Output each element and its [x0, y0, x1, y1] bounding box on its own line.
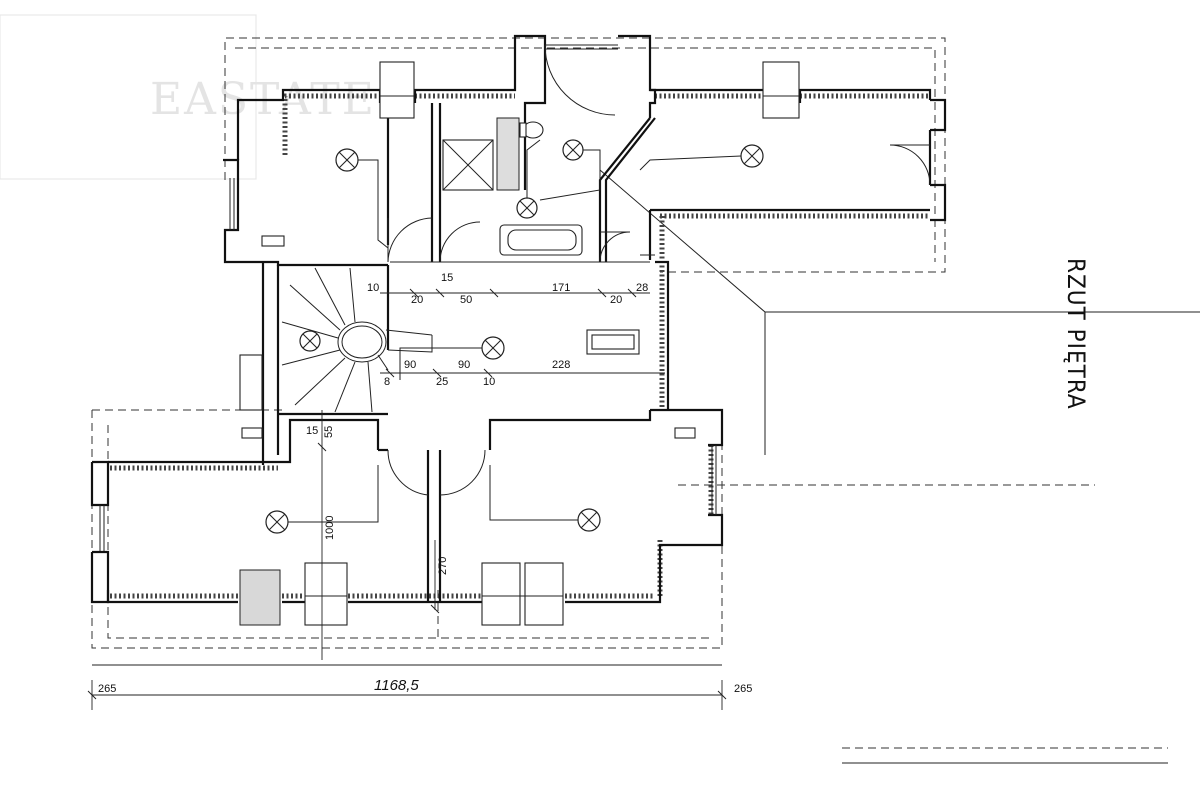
radiator-3: [241, 427, 263, 439]
roof-window-2: [481, 562, 521, 626]
lamp-icon: [481, 336, 505, 360]
dim-label: 270: [437, 557, 449, 575]
roof-window-1: [304, 562, 348, 626]
fixtures: [239, 61, 800, 626]
lamp-icon: [562, 139, 584, 161]
wall-insulation: [110, 93, 930, 599]
dim-label: 10: [367, 282, 379, 294]
dimension-labels: 10 15 20 50 171 20 28 90 90 228 8 25 10 …: [98, 272, 752, 695]
roof-window-4: [379, 61, 415, 119]
dim-label: 228: [552, 359, 570, 371]
chimney: [239, 569, 281, 626]
roof-hip-line: [599, 169, 1200, 455]
dim-label: 90: [458, 359, 470, 371]
dim-label: 1000: [324, 516, 336, 540]
cabinet: [239, 354, 263, 411]
dim-label: 20: [411, 294, 423, 306]
doors: [387, 44, 931, 496]
dim-label: 8: [384, 376, 390, 388]
radiator-1: [261, 235, 285, 247]
lamp-icon: [299, 330, 321, 352]
lamp-icon: [577, 508, 601, 532]
lamp-icon: [740, 144, 764, 168]
plan-title: RZUT PIĘTRA: [1062, 258, 1090, 410]
watermark-logo: EASTATE: [0, 14, 374, 180]
dim-label-right: 265: [734, 683, 752, 695]
dim-label: 55: [323, 426, 335, 438]
roof-window-5: [762, 61, 800, 119]
dim-label: 50: [460, 294, 472, 306]
dim-label: 28: [636, 282, 648, 294]
dim-label: 10: [483, 376, 495, 388]
roof-window-3: [524, 562, 564, 626]
dim-label-left: 265: [98, 683, 116, 695]
dim-label: 171: [552, 282, 570, 294]
dim-label: 90: [404, 359, 416, 371]
dim-label: 20: [610, 294, 622, 306]
spiral-staircase: [281, 267, 433, 413]
hatched-shaft: [496, 117, 520, 191]
dim-label: 15: [441, 272, 453, 284]
lamp-icon: [516, 197, 538, 219]
lamp-icon: [335, 148, 359, 172]
dim-label: 25: [436, 376, 448, 388]
radiator-2: [674, 427, 696, 439]
title-block-lines: [842, 747, 1168, 764]
dim-label: 15: [306, 425, 318, 437]
dim-label-total: 1168,5: [374, 677, 419, 694]
dimension-lines: [87, 261, 727, 710]
ceiling-lamps: [265, 139, 764, 534]
wiring: [288, 139, 742, 523]
lamp-icon: [265, 510, 289, 534]
